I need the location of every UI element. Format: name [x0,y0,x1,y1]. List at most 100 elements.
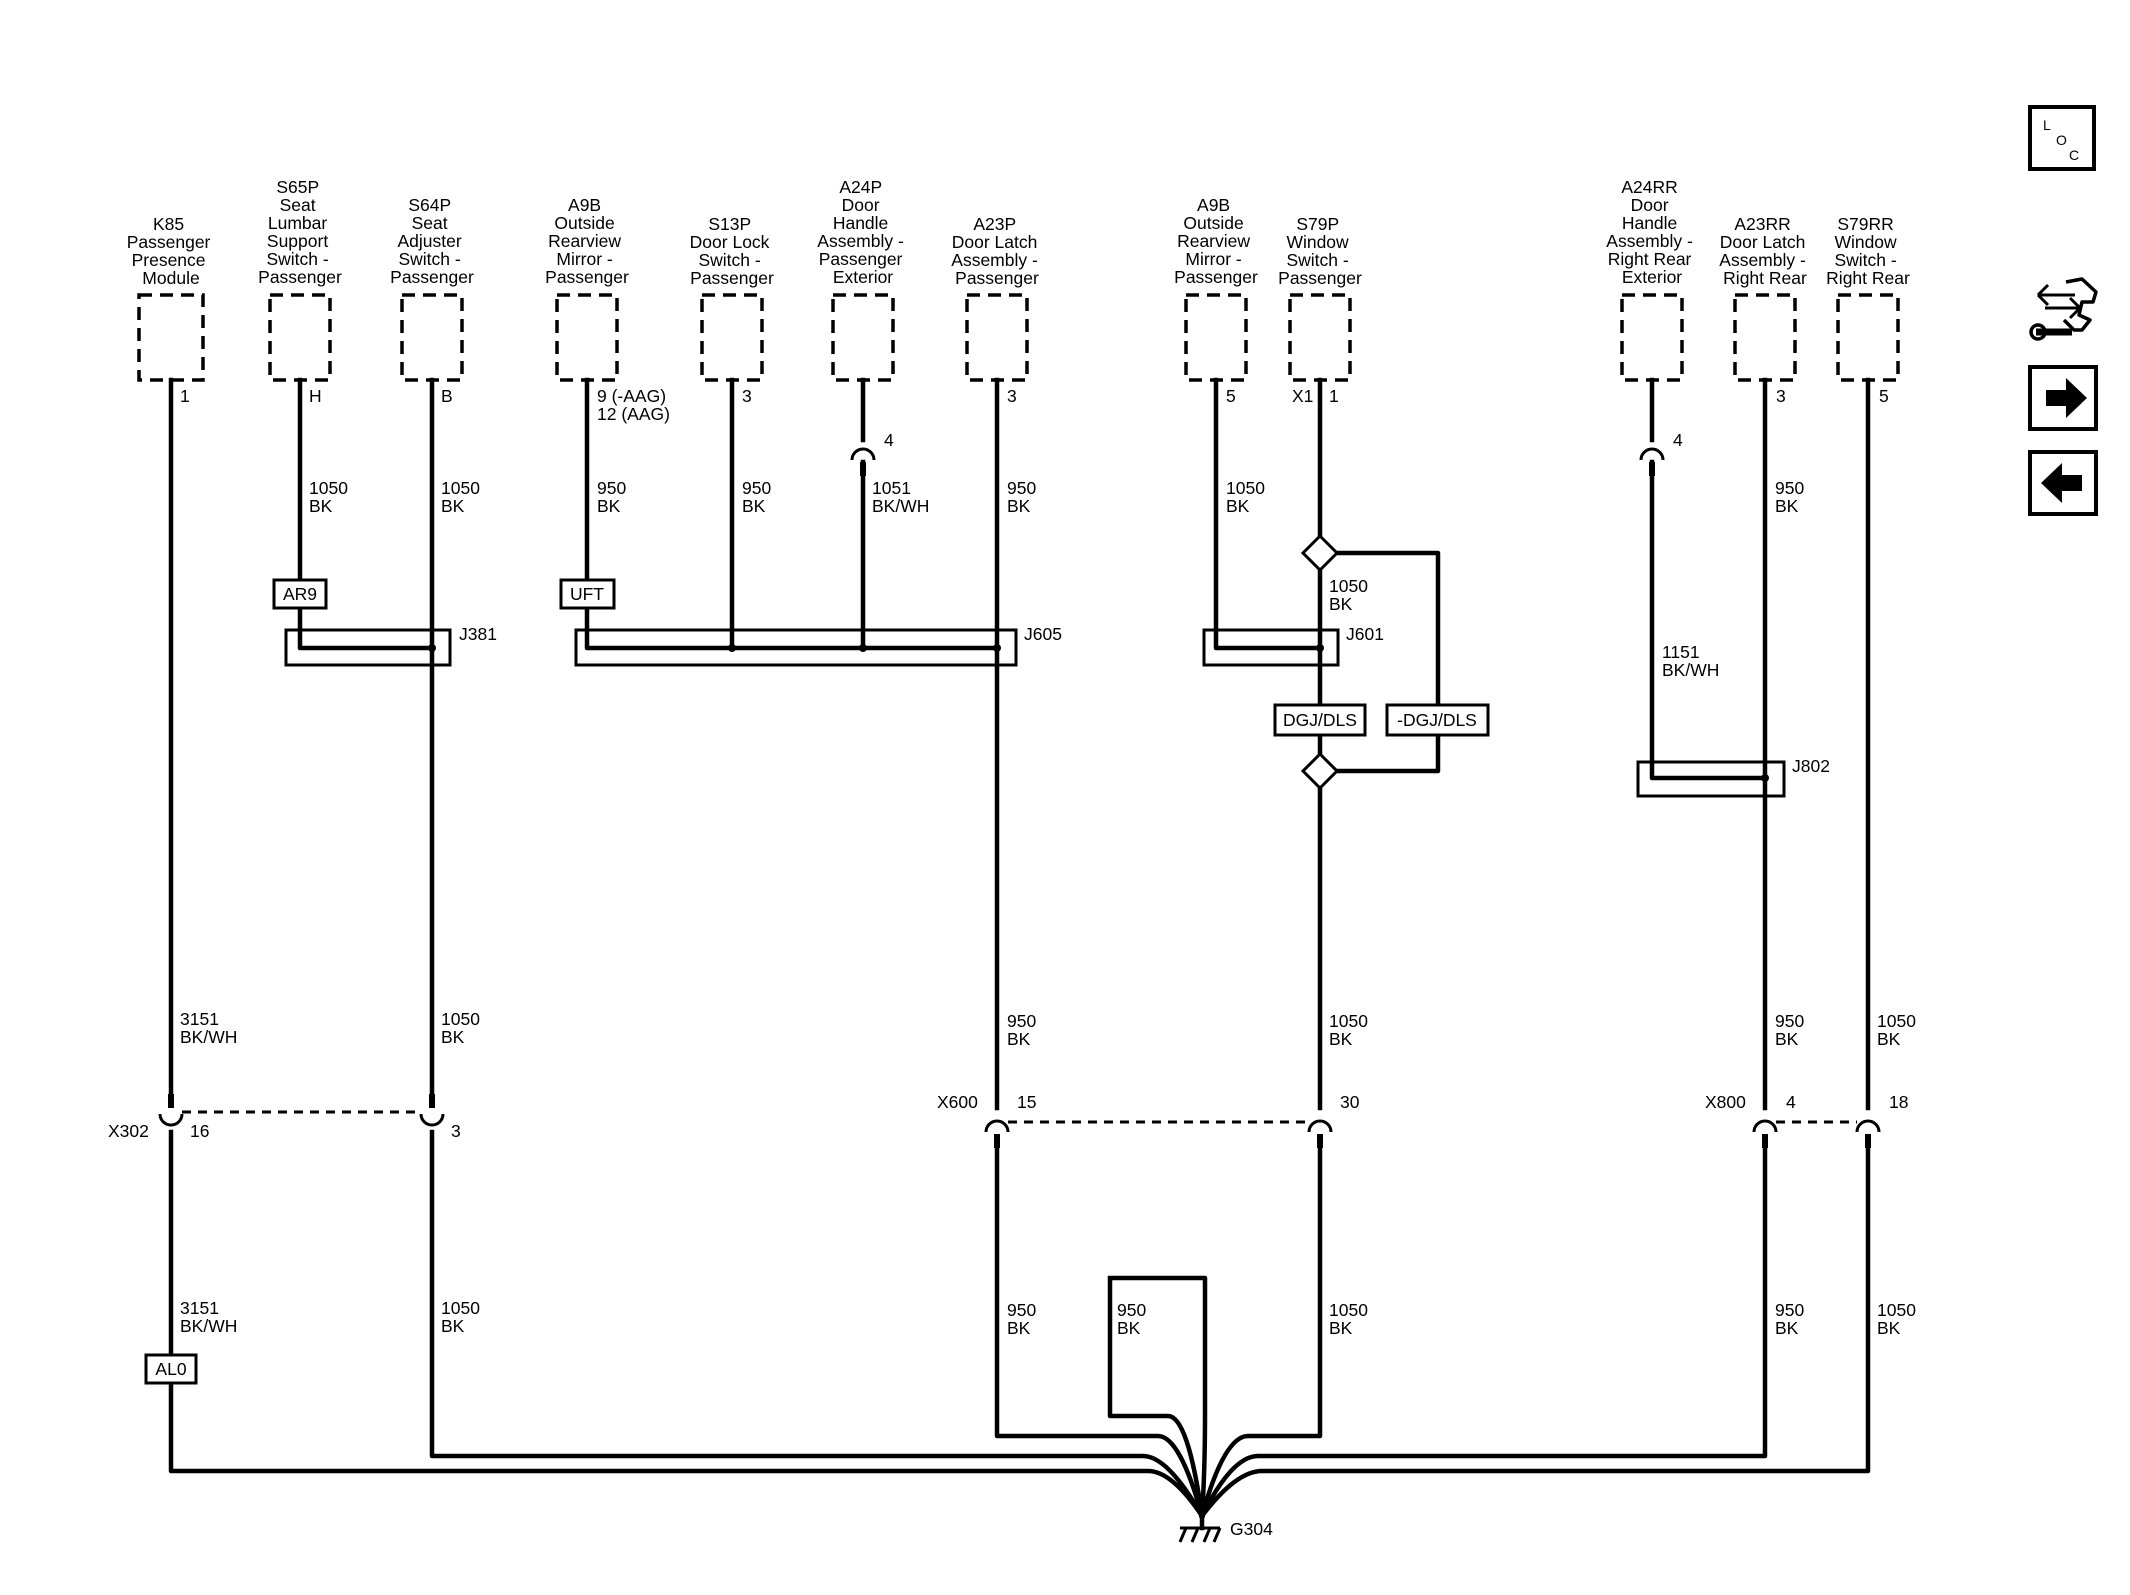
component-box [1733,293,1797,382]
component-label: A24RR Door Handle Assembly - Right Rear … [1606,177,1697,287]
component-a23p[interactable]: A23P Door Latch Assembly - Passenger [951,214,1042,382]
component-box [1620,293,1684,382]
option-box-ar9: AR9 [272,578,328,610]
terminal-female [1639,447,1665,461]
wire-s64p-lower [429,1129,1206,1520]
next-page-button[interactable] [2028,365,2098,431]
previous-page-button[interactable] [2028,450,2098,516]
component-box [137,293,205,382]
svg-text:-DGJ/DLS: -DGJ/DLS [1397,710,1477,730]
svg-text:J605: J605 [1024,624,1062,644]
pin-label: 4 [884,430,894,450]
pin-label: H [309,386,322,406]
component-label: S65P Seat Lumbar Support Switch - Passen… [258,177,342,287]
splice-j605: J605 [574,624,1062,667]
svg-text:X600: X600 [937,1092,978,1112]
svg-text:30: 30 [1340,1092,1360,1112]
svg-text:J802: J802 [1792,756,1830,776]
pin-label: 3 [1007,386,1017,406]
connector-x302: X302 16 3 [108,1094,461,1141]
component-box [555,293,619,382]
component-a23rr[interactable]: A23RR Door Latch Assembly - Right Rear [1719,214,1810,382]
component-label: A23P Door Latch Assembly - Passenger [951,214,1042,288]
wire-ground-loop [1107,1275,1208,1519]
splice-j802: J802 [1636,756,1830,798]
component-box [1288,293,1352,382]
component-label: A23RR Door Latch Assembly - Right Rear [1719,214,1810,288]
component-s13p[interactable]: S13P Door Lock Switch - Passenger [690,214,775,382]
option-box-not-dgj-dls: -DGJ/DLS [1385,703,1490,737]
wire-a23rr-lower [1198,1139,1768,1520]
wire-s79rr-lower [1198,1139,1871,1520]
component-box [700,293,764,382]
connector-x800: X800 4 18 [1705,1092,1908,1148]
svg-text:16: 16 [190,1121,209,1141]
component-a24p[interactable]: A24P Door Handle Assembly - Passenger Ex… [817,177,908,382]
svg-text:AR9: AR9 [283,584,317,604]
option-box-dgj-dls: DGJ/DLS [1273,703,1367,737]
svg-text:AL0: AL0 [155,1359,186,1379]
component-label: K85 Passenger Presence Module [127,214,216,288]
component-a9b-1[interactable]: A9B Outside Rearview Mirror - Passenger [545,195,629,382]
terminal-female [850,447,876,461]
loc-button[interactable]: L O C [2028,105,2096,171]
component-label: S13P Door Lock Switch - Passenger [690,214,775,288]
pin-label: X1 [1292,386,1313,406]
component-a9b-2[interactable]: A9B Outside Rearview Mirror - Passenger [1174,195,1258,382]
diamond-node [1300,751,1340,791]
component-label: S79RR Window Switch - Right Rear [1826,214,1910,288]
pin-label: 5 [1879,386,1889,406]
connector-x600: X600 15 30 [937,1092,1360,1148]
component-s79rr[interactable]: S79RR Window Switch - Right Rear [1826,214,1910,382]
component-locator-icon[interactable] [2029,277,2098,341]
wire-ground-trunk-left [168,1377,1206,1520]
component-k85[interactable]: K85 Passenger Presence Module [127,214,216,382]
svg-text:X800: X800 [1705,1092,1746,1112]
arrow-left-icon [2041,463,2082,503]
svg-text:UFT: UFT [570,584,604,604]
component-s79p[interactable]: S79P Window Switch - Passenger [1278,214,1362,382]
svg-text:3: 3 [451,1121,461,1141]
svg-text:L: L [2043,117,2051,133]
wire-a24rr [1649,459,1768,781]
component-box [965,293,1029,382]
svg-text:15: 15 [1017,1092,1036,1112]
component-a24rr[interactable]: A24RR Door Handle Assembly - Right Rear … [1606,177,1697,382]
svg-text:4: 4 [1786,1092,1796,1112]
component-s64p[interactable]: S64P Seat Adjuster Switch - Passenger [390,195,474,382]
pin-label: B [441,386,453,406]
component-s65p[interactable]: S65P Seat Lumbar Support Switch - Passen… [258,177,342,382]
svg-text:G304: G304 [1230,1519,1273,1539]
wire-s79p-bypass-top [1334,550,1441,705]
splice-j601: J601 [1202,624,1384,667]
wire-s79p-ground [1199,1139,1323,1519]
svg-text:18: 18 [1889,1092,1908,1112]
svg-text:X302: X302 [108,1121,149,1141]
pin-label: 3 [742,386,752,406]
pin-label: 12 (AAG) [597,404,670,424]
pin-label: 3 [1776,386,1786,406]
component-box [400,293,464,382]
splice-j381: J381 [284,624,497,667]
